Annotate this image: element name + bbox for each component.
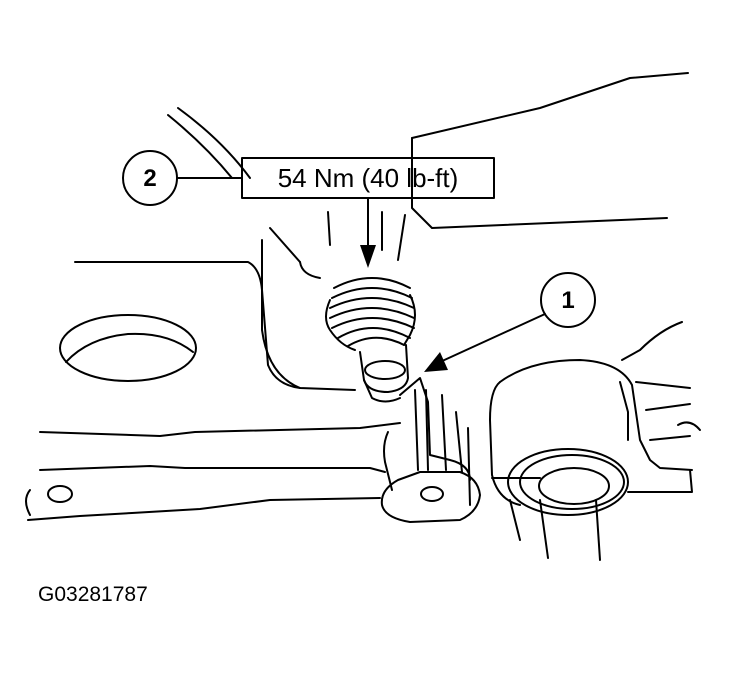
callout-2-number: 2 [143, 165, 156, 192]
callout-1-number: 1 [561, 287, 574, 314]
figure-id: G03281787 [38, 583, 148, 606]
subframe-small-hole [47, 485, 73, 503]
subframe-crossmember [25, 239, 401, 521]
callout-2: 2 54 Nm (40 lb-ft) [122, 150, 495, 268]
upper-body-panel [167, 72, 689, 229]
callout-1-circle [540, 272, 596, 328]
mounting-bracket [380, 377, 481, 523]
bolt-assembly [269, 211, 416, 403]
torque-spec-label: 54 Nm (40 lb-ft) [278, 163, 459, 193]
callout-1-arrow-head [424, 352, 448, 372]
control-arm-bushing [489, 321, 701, 561]
subframe-oval-opening [59, 314, 197, 382]
callout-1: 1 [424, 272, 596, 372]
torque-arrow-head [360, 245, 376, 268]
